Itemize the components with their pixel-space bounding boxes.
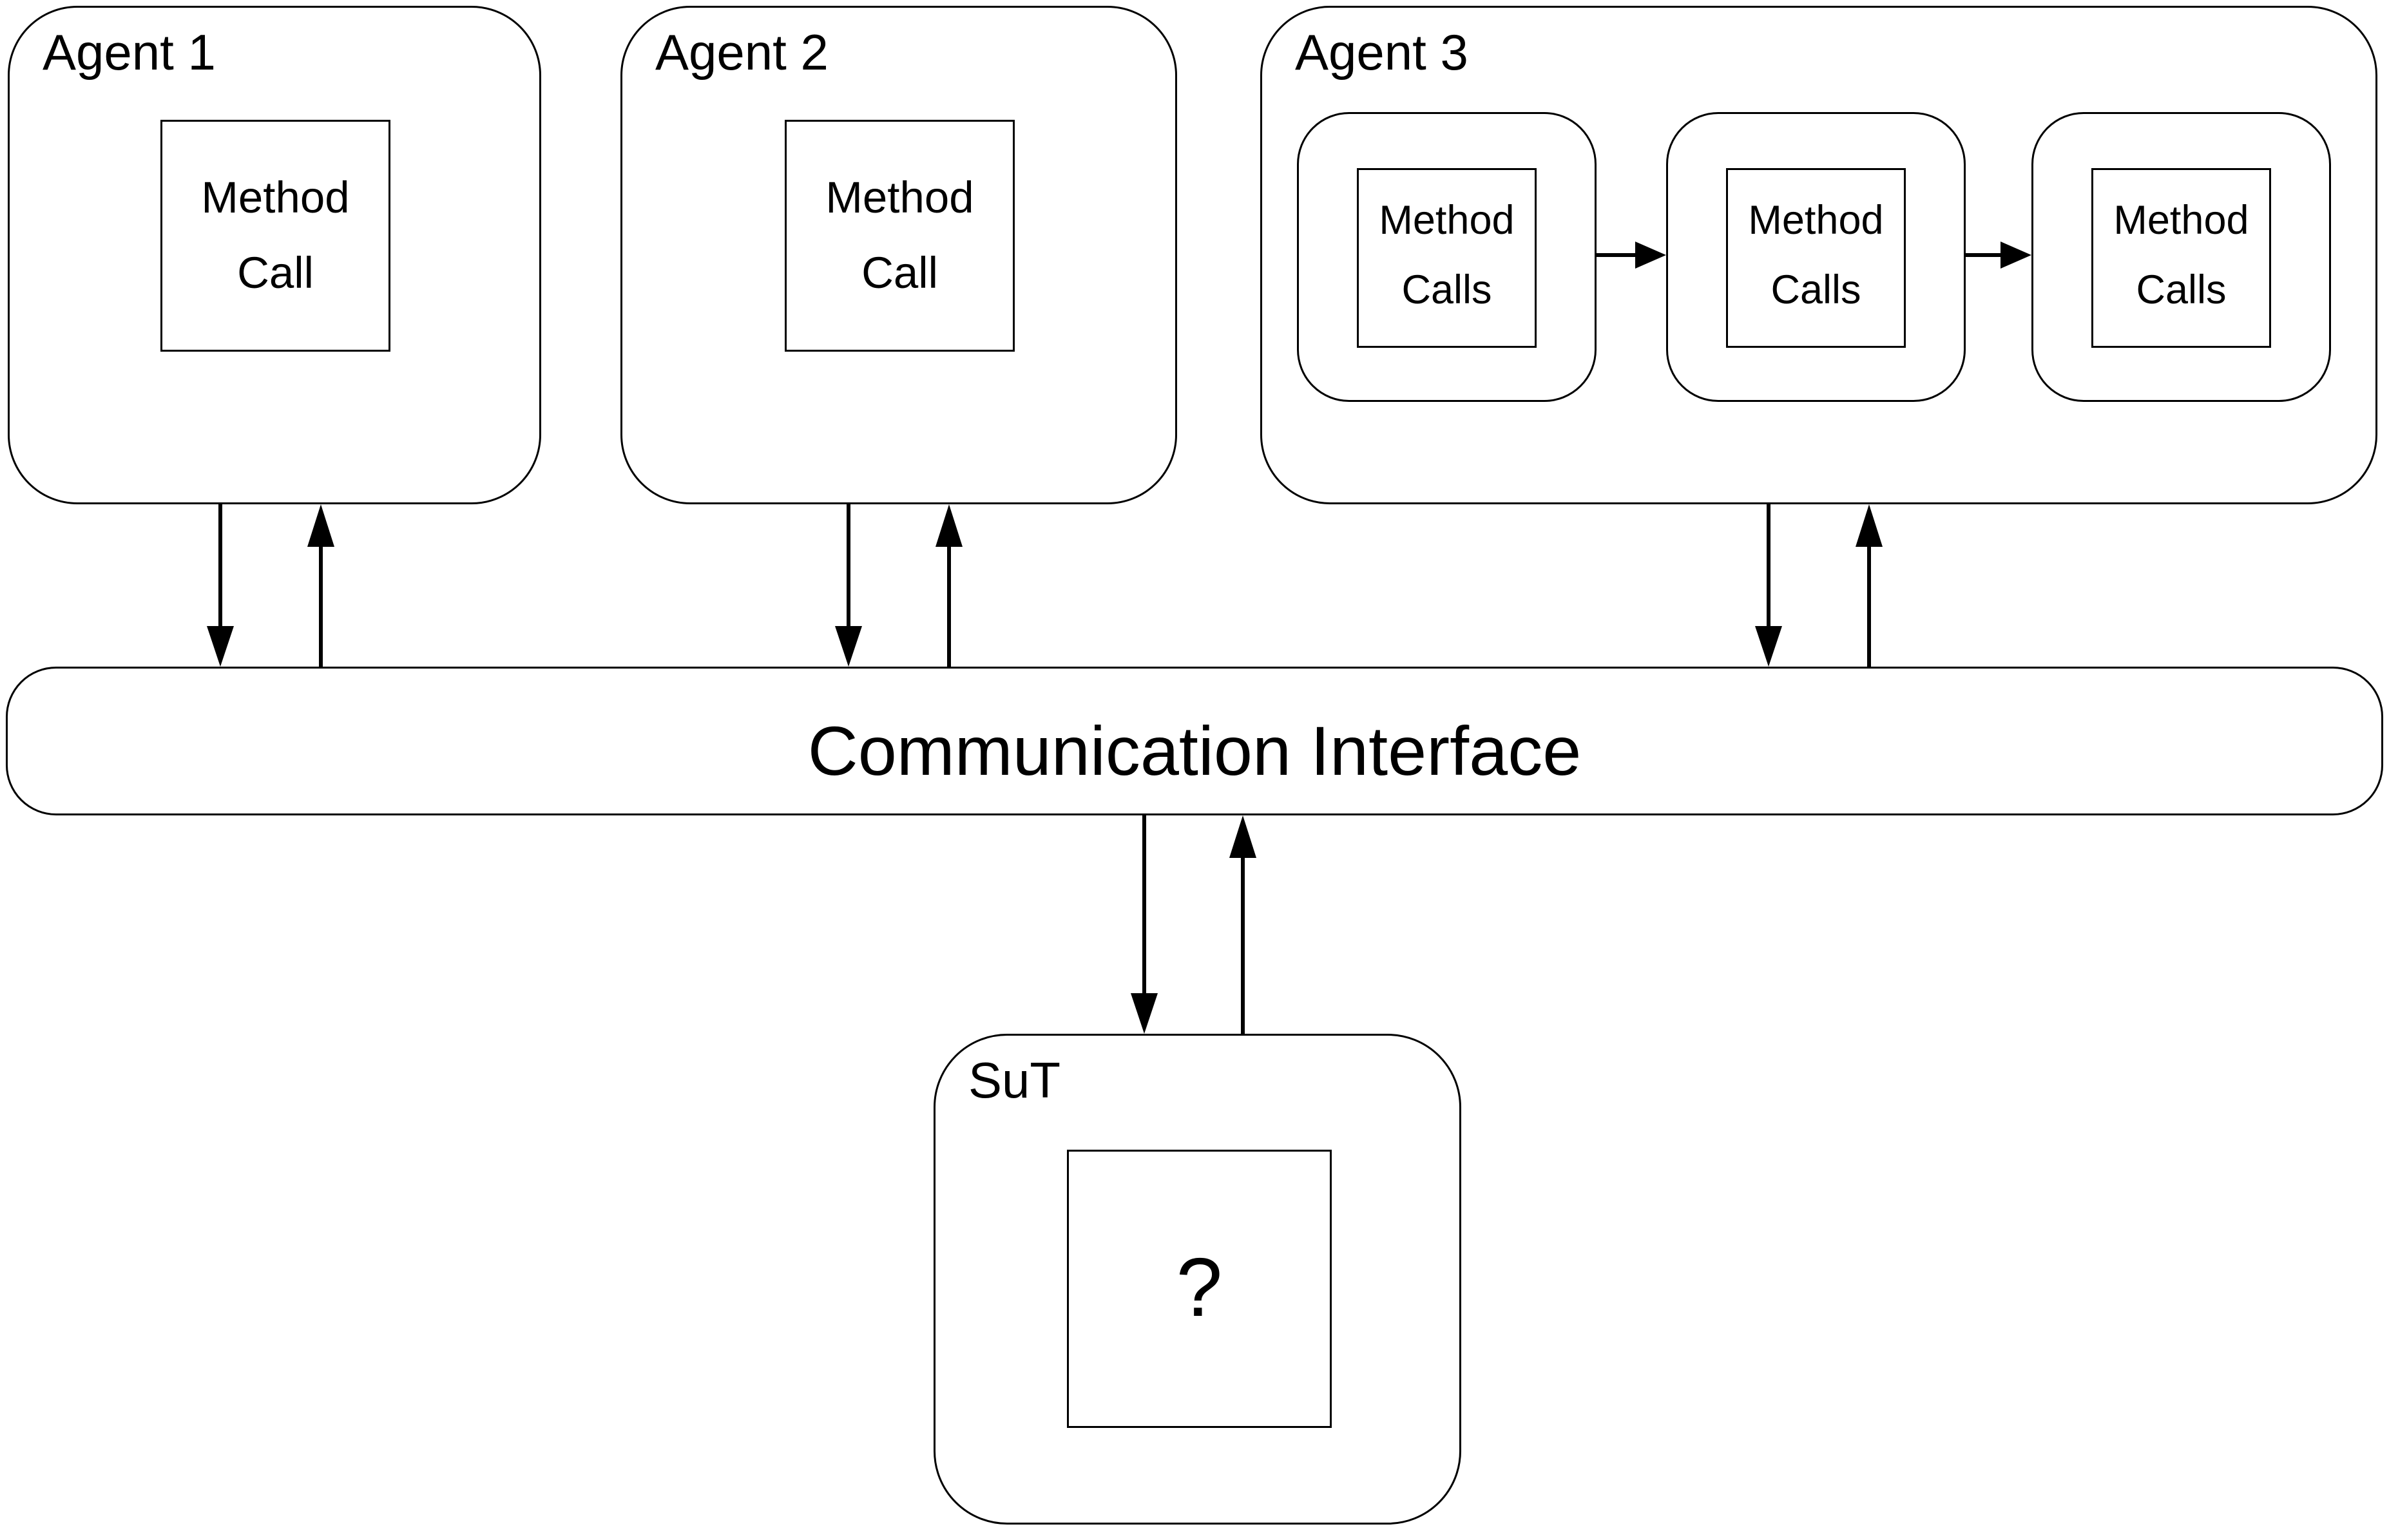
agent-2-method-call-label: Method Call xyxy=(825,171,974,298)
sut-unknown-box: ? xyxy=(1067,1150,1332,1428)
agent-3-method-calls-label-1: Method Calls xyxy=(1379,199,1515,313)
arrow-head-down-icon xyxy=(207,626,234,667)
agent-3-label: Agent 3 xyxy=(1295,23,1468,81)
agent-1-method-call-box: Method Call xyxy=(160,120,390,352)
arrow-line xyxy=(1767,504,1770,626)
sut-label: SuT xyxy=(968,1051,1061,1109)
arrow-head-right-icon xyxy=(2000,242,2031,269)
agent-2-method-call-box: Method Call xyxy=(785,120,1015,352)
arrow-head-up-icon xyxy=(935,504,963,547)
agent-3-method-calls-box-2: Method Calls xyxy=(1666,112,1966,402)
arrow-line xyxy=(319,547,323,667)
agent-3-method-calls-inner-3: Method Calls xyxy=(2091,167,2271,347)
arrow-line xyxy=(1241,858,1245,1034)
agent-1-method-call-label: Method Call xyxy=(201,171,350,298)
communication-interface-bar: Communication Interface xyxy=(6,667,2383,815)
agent-3-method-calls-inner-2: Method Calls xyxy=(1726,167,1906,347)
arrow-head-up-icon xyxy=(1856,504,1883,547)
agent-2-box: Agent 2 Method Call xyxy=(620,6,1177,504)
agent-3-method-calls-label-3: Method Calls xyxy=(2113,199,2249,313)
arrow-head-up-icon xyxy=(307,504,334,547)
agent-3-method-calls-label-2: Method Calls xyxy=(1748,199,1884,313)
sut-box: SuT ? xyxy=(934,1034,1461,1525)
arrow-head-down-icon xyxy=(1755,626,1782,667)
agent-3-box: Agent 3 Method Calls Method Calls Method… xyxy=(1260,6,2377,504)
arrow-head-right-icon xyxy=(1635,242,1666,269)
sut-unknown-label: ? xyxy=(1176,1241,1223,1335)
arrow-head-down-icon xyxy=(1131,993,1158,1034)
agent-3-method-calls-inner-1: Method Calls xyxy=(1357,167,1537,347)
agent-1-label: Agent 1 xyxy=(43,23,216,81)
arrow-line xyxy=(1966,253,2000,257)
arrow-line xyxy=(847,504,850,626)
arrow-line xyxy=(218,504,222,626)
agent-2-label: Agent 2 xyxy=(655,23,829,81)
arrow-head-up-icon xyxy=(1229,815,1256,858)
arrow-line xyxy=(947,547,951,667)
arrow-line xyxy=(1867,547,1871,667)
agent-3-method-calls-box-3: Method Calls xyxy=(2031,112,2331,402)
communication-interface-label: Communication Interface xyxy=(807,710,1582,790)
agent-3-method-calls-box-1: Method Calls xyxy=(1297,112,1597,402)
agent-1-box: Agent 1 Method Call xyxy=(8,6,541,504)
arrow-line xyxy=(1597,253,1639,257)
arrow-line xyxy=(1142,815,1146,993)
arrow-head-down-icon xyxy=(835,626,862,667)
